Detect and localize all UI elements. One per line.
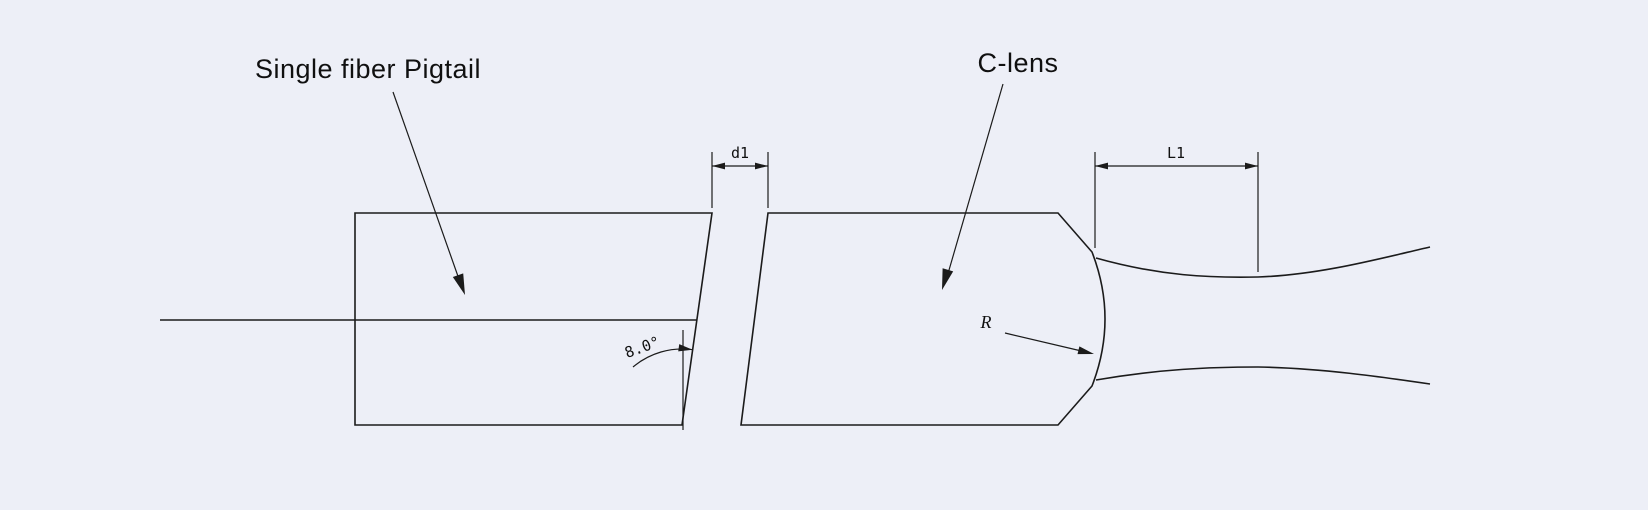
pigtail-leader-arrowhead [452, 273, 465, 295]
angle-annotation: 8.0° [622, 330, 693, 430]
clens-group [740, 212, 1106, 426]
pigtail-callout: Single fiber Pigtail [255, 54, 481, 295]
d1-arrow-right [755, 162, 768, 170]
l1-dimension: L1 [1094, 144, 1259, 272]
clens-callout: C-lens [942, 48, 1058, 290]
angle-label: 8.0° [622, 333, 662, 362]
r-annotation: R [980, 312, 1094, 355]
l1-arrow-left [1095, 162, 1108, 170]
pigtail-group [160, 212, 713, 426]
d1-dimension: d1 [711, 144, 769, 208]
beam-group [1095, 246, 1431, 385]
clens-leader-line [946, 83, 1004, 278]
pigtail-leader-line [392, 91, 461, 283]
clens-label: C-lens [977, 48, 1058, 78]
r-leader-line [1004, 332, 1091, 354]
clens-leader-arrowhead [942, 268, 954, 290]
l1-arrow-right [1245, 162, 1258, 170]
clens-outline [740, 212, 1106, 426]
pigtail-label: Single fiber Pigtail [255, 54, 481, 84]
d1-arrow-left [712, 162, 725, 170]
r-label: R [980, 312, 992, 332]
angle-arc-arrowhead [678, 344, 693, 352]
d1-label: d1 [731, 144, 749, 162]
r-leader-arrowhead [1077, 346, 1094, 355]
pigtail-outline [354, 212, 713, 426]
l1-label: L1 [1167, 144, 1185, 162]
beam-upper-curve [1095, 246, 1431, 279]
beam-lower-curve [1095, 366, 1431, 385]
